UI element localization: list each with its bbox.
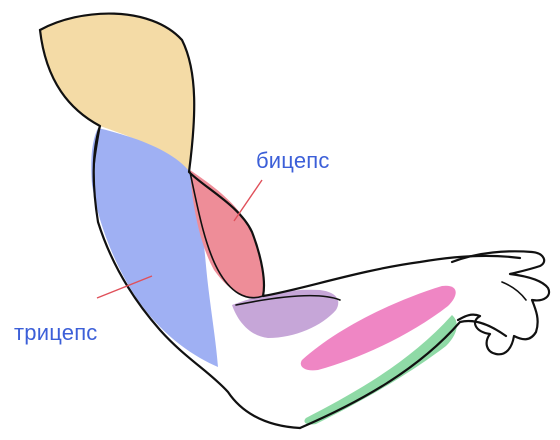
biceps-pointer-line: [234, 180, 262, 221]
triceps-muscle: [91, 128, 218, 367]
biceps-label: бицепс: [256, 148, 330, 173]
finger-crease: [502, 282, 526, 300]
hand-outline: [452, 251, 549, 354]
triceps-label: трицепс: [14, 320, 98, 345]
